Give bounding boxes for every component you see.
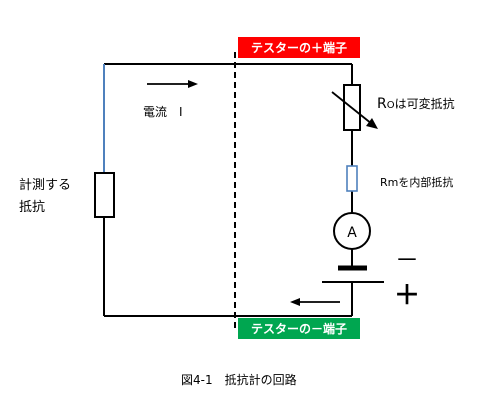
variable-resistor-arrow bbox=[331, 91, 378, 129]
minus-terminal-label: テスターの－端子 bbox=[251, 321, 347, 336]
figure-caption: 図4-1 抵抗計の回路 bbox=[181, 372, 297, 387]
measured-resistor-label-line1: 計測する bbox=[19, 177, 71, 193]
wires bbox=[103, 63, 353, 317]
internal-resistor bbox=[346, 165, 358, 192]
current-arrow-right bbox=[147, 80, 198, 88]
ammeter-label: A bbox=[347, 225, 357, 241]
polarity-minus-sign: － bbox=[395, 246, 419, 274]
polarity-plus-sign: ＋ bbox=[394, 281, 420, 311]
measured-resistor-label-line2: 抵抗 bbox=[19, 200, 45, 215]
current-arrow-left bbox=[290, 298, 340, 306]
plus-terminal-label: テスターの＋端子 bbox=[251, 40, 347, 55]
internal-resistor-label: Rmを内部抵抗 bbox=[380, 175, 453, 189]
measured-resistor bbox=[94, 172, 115, 218]
plus-terminal-badge bbox=[238, 37, 360, 58]
variable-resistor-label: ROは可変抵抗 bbox=[377, 96, 455, 112]
minus-terminal-badge bbox=[238, 318, 360, 339]
ammeter bbox=[333, 212, 371, 250]
current-label: 電流 I bbox=[143, 105, 183, 119]
